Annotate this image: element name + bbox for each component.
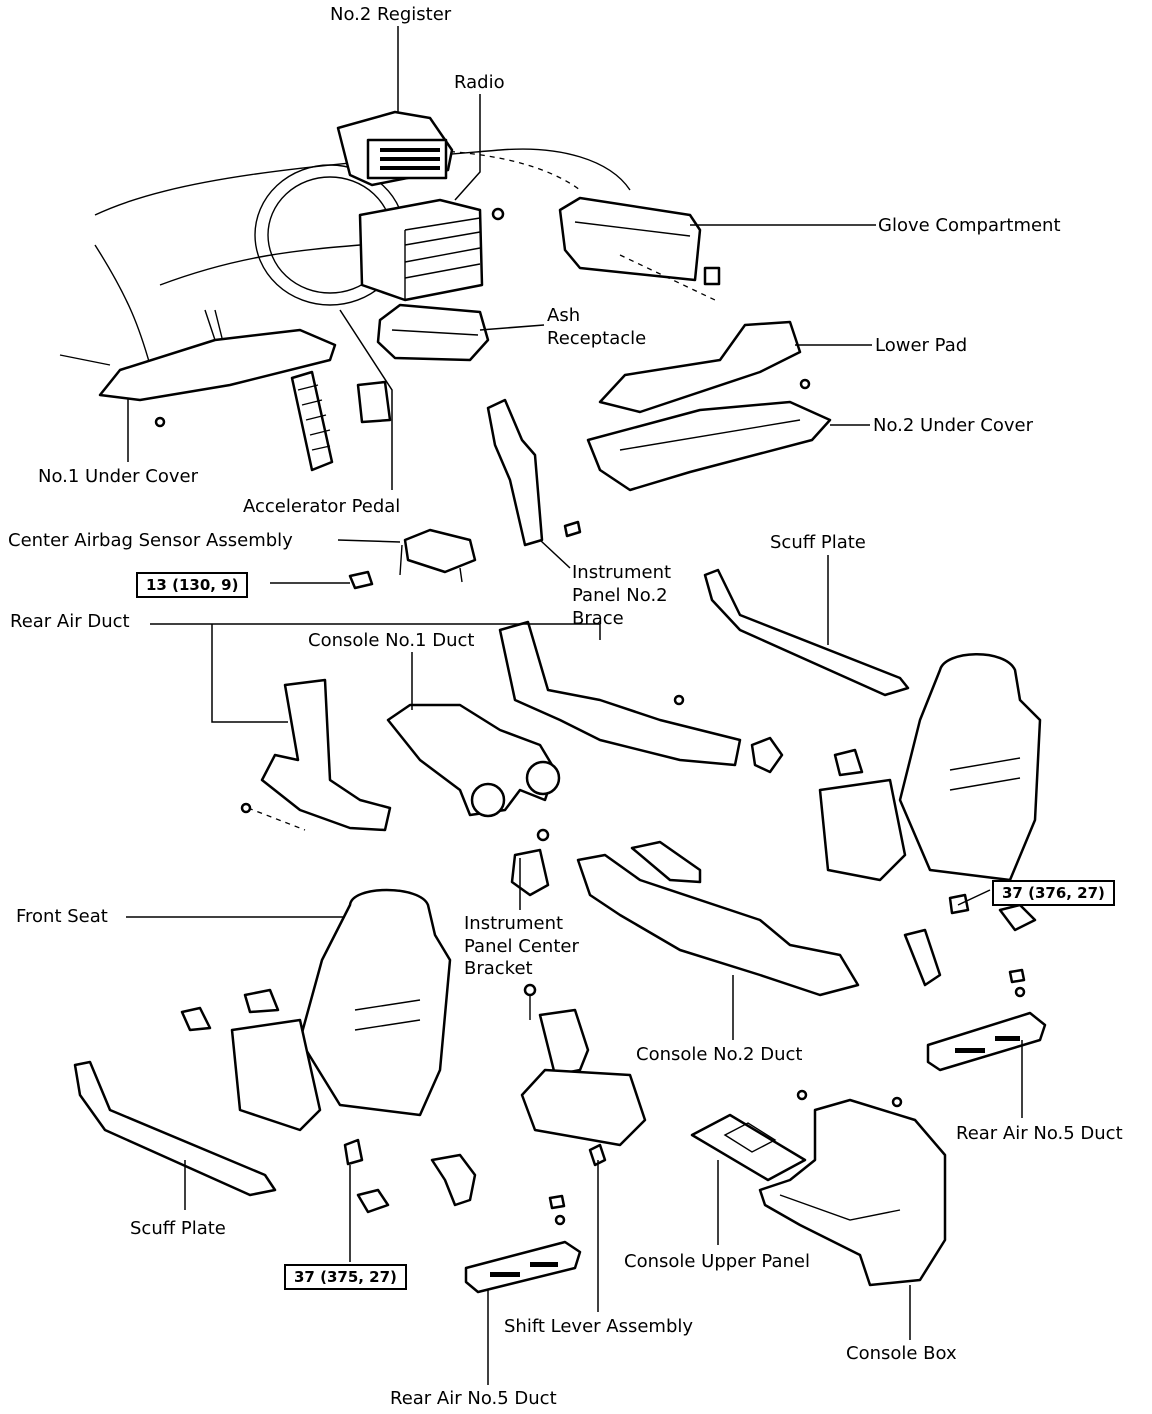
ip-no2-brace-part	[486, 398, 582, 547]
label-radio: Radio	[454, 72, 505, 93]
label-no1-under-cover: No.1 Under Cover	[38, 466, 198, 487]
center-airbag-sensor-part	[348, 528, 477, 590]
label-rear-air-duct: Rear Air Duct	[10, 611, 130, 632]
leader-lines	[126, 26, 1023, 1385]
label-console-no1-duct: Console No.1 Duct	[308, 630, 475, 651]
glove-compartment-part	[558, 196, 721, 301]
scuff-plate-bottom-part	[73, 1060, 277, 1197]
console-upper-panel-part	[690, 1113, 807, 1182]
label-rear-air-no5-duct-bottom: Rear Air No.5 Duct	[390, 1388, 557, 1409]
console-no1-duct-part	[386, 703, 561, 818]
front-seat-right-part	[818, 653, 1042, 882]
label-no2-under-cover: No.2 Under Cover	[873, 415, 1033, 436]
rear-air-no5-duct-right-part	[926, 968, 1047, 1072]
torque-spec-right-seat: 37 (376, 27)	[992, 880, 1115, 906]
label-rear-air-no5-duct-right: Rear Air No.5 Duct	[956, 1123, 1123, 1144]
ash-receptacle-part	[376, 303, 490, 362]
torque-spec-left-seat: 37 (375, 27)	[284, 1264, 407, 1290]
label-ip-no2-brace-line2: Panel No.2	[572, 585, 668, 606]
label-ip-no2-brace-line1: Instrument	[572, 562, 672, 583]
label-ip-center-bracket-line2: Panel Center	[464, 936, 579, 957]
label-ip-center-bracket-line1: Instrument	[464, 913, 564, 934]
console-box-part	[758, 1089, 947, 1287]
label-center-airbag-sensor: Center Airbag Sensor Assembly	[8, 530, 293, 551]
shift-lever-assembly-part	[520, 983, 647, 1167]
front-seat-left-part	[180, 888, 452, 1132]
label-ash-receptacle-line1: Ash	[547, 305, 581, 326]
accelerator-pedal-part	[290, 370, 392, 472]
rear-air-duct-part	[240, 678, 392, 832]
lower-pad-part	[598, 320, 811, 414]
no1-under-cover-part	[98, 309, 337, 428]
dashboard-outline	[59, 148, 631, 366]
label-accelerator-pedal: Accelerator Pedal	[243, 496, 401, 517]
label-ash-receptacle-line2: Receptacle	[547, 328, 647, 349]
scuff-plate-top-part	[703, 568, 910, 697]
label-lower-pad: Lower Pad	[875, 335, 968, 356]
label-scuff-plate-top: Scuff Plate	[770, 532, 866, 553]
label-glove-compartment: Glove Compartment	[878, 215, 1061, 236]
label-console-no2-duct: Console No.2 Duct	[636, 1044, 803, 1065]
no2-under-cover-part	[586, 400, 832, 492]
label-scuff-plate-bottom: Scuff Plate	[130, 1218, 226, 1239]
rear-air-no5-duct-bottom-part	[464, 1194, 582, 1294]
label-no2-register: No.2 Register	[330, 4, 452, 25]
label-front-seat: Front Seat	[16, 906, 108, 927]
ip-center-bracket-part	[510, 828, 550, 897]
radio-part	[358, 198, 505, 302]
rear-air-long-duct-part	[498, 620, 784, 774]
no2-register-part	[336, 110, 454, 187]
label-console-upper-panel: Console Upper Panel	[624, 1251, 810, 1272]
label-console-box: Console Box	[846, 1343, 957, 1364]
left-seat-covers-part	[343, 1138, 477, 1214]
label-shift-lever-assembly: Shift Lever Assembly	[504, 1316, 694, 1337]
label-ip-no2-brace-line3: Brace	[572, 608, 624, 629]
console-no2-duct-part	[576, 840, 860, 997]
torque-spec-airbag-sensor: 13 (130, 9)	[136, 572, 249, 598]
label-ip-center-bracket-line3: Bracket	[464, 958, 533, 979]
